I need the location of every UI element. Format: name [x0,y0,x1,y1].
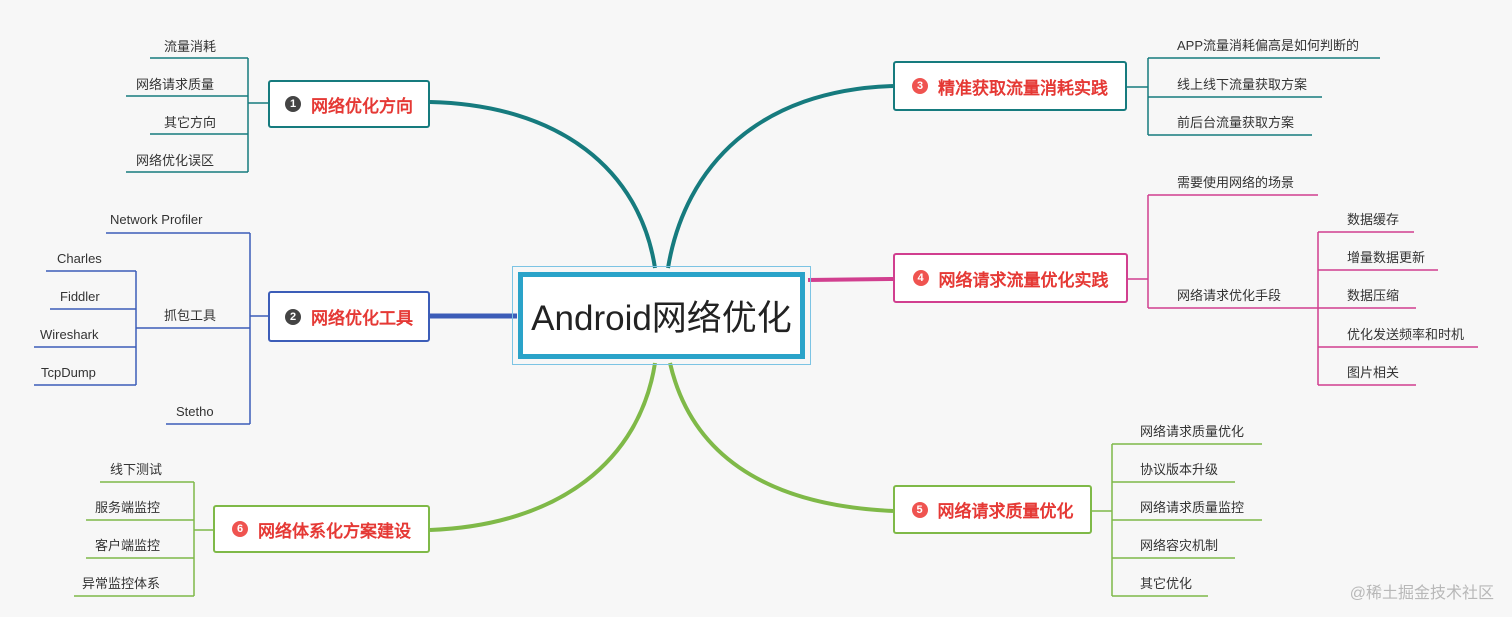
central-topic-label: Android网络优化 [518,272,805,359]
central-topic[interactable]: Android网络优化 [512,266,811,365]
branch-2-leaf[interactable]: 抓包工具 [164,308,217,323]
branch-6-number-badge: 6 [232,521,248,537]
branch-2-subleaf[interactable]: Charles [57,251,102,266]
branch-2-leaf-lines [34,232,268,425]
branch-3-leaf[interactable]: 前后台流量获取方案 [1177,115,1295,130]
branch-2-title: 网络优化工具 [311,309,413,328]
branch-6-leaf-lines [74,481,213,597]
branch-4-leaf-lines [1128,194,1478,386]
branch-6-leaf[interactable]: 客户端监控 [95,538,161,553]
branch-5-leaf-lines [1092,443,1262,597]
branch-5-leaf[interactable]: 协议版本升级 [1140,462,1219,477]
branch-1-leaf[interactable]: 网络优化误区 [136,153,215,168]
branch-4-number-badge: 4 [912,270,929,286]
branch-4-subleaf[interactable]: 图片相关 [1347,365,1400,380]
branch-6-topic[interactable]: 6 网络体系化方案建设 [213,505,430,553]
branch-6-leaf[interactable]: 服务端监控 [95,500,161,515]
branch-3-leaf[interactable]: APP流量消耗偏高是如何判断的 [1177,38,1360,53]
branch-5-number-badge: 5 [911,501,928,518]
branch-4-subleaf[interactable]: 增量数据更新 [1347,250,1426,265]
branch-6-leaf[interactable]: 异常监控体系 [82,576,161,591]
branch-1-topic[interactable]: 1 网络优化方向 [268,80,430,128]
branch-2-subleaf[interactable]: Fiddler [60,289,100,304]
branch-2-subleaf[interactable]: Wireshark [40,327,99,342]
branch-1-number-badge: 1 [285,96,301,112]
branch-2-leaf[interactable]: Stetho [176,404,214,419]
branch-5-leaf[interactable]: 网络容灾机制 [1140,538,1219,553]
branch-3-number-badge: 3 [912,78,928,94]
branch-5-leaf[interactable]: 其它优化 [1140,576,1193,591]
branch-2-number-badge: 2 [285,308,301,325]
branch-3-title: 精准获取流量消耗实践 [938,78,1108,98]
branch-1-connector [429,100,657,269]
branch-6-connector [429,362,657,532]
branch-1-title: 网络优化方向 [311,96,413,116]
branch-4-subleaf[interactable]: 优化发送频率和时机 [1347,327,1465,342]
watermark: @稀土掘金技术社区 [1349,585,1494,602]
branch-5-topic[interactable]: 5 网络请求质量优化 [893,485,1092,534]
branch-4-leaf[interactable]: 需要使用网络的场景 [1177,175,1295,190]
branch-3-leaf[interactable]: 线上线下流量获取方案 [1177,77,1308,92]
branch-1-leaf[interactable]: 其它方向 [164,115,217,130]
branch-4-title: 网络请求流量优化实践 [938,270,1109,290]
branch-2-topic[interactable]: 2 网络优化工具 [268,291,430,342]
branch-6-title: 网络体系化方案建设 [258,521,411,541]
branch-4-subleaf[interactable]: 数据缓存 [1347,212,1400,227]
branch-3-connector [666,84,894,269]
branch-4-connector [807,277,894,282]
branch-4-subleaf[interactable]: 数据压缩 [1347,288,1400,303]
branch-2-leaf[interactable]: Network Profiler [110,212,203,227]
branch-1-leaf-lines [126,57,268,173]
branch-6-leaf[interactable]: 线下测试 [110,462,163,477]
branch-1-leaf[interactable]: 流量消耗 [164,39,217,54]
branch-4-leaf[interactable]: 网络请求优化手段 [1177,288,1282,303]
branch-5-leaf[interactable]: 网络请求质量监控 [1140,500,1245,515]
branch-1-leaf[interactable]: 网络请求质量 [136,77,215,92]
branch-4-topic[interactable]: 4 网络请求流量优化实践 [893,253,1128,303]
branch-5-leaf[interactable]: 网络请求质量优化 [1140,424,1245,439]
branch-3-leaf-lines [1118,57,1380,136]
branch-2-subleaf[interactable]: TcpDump [41,365,96,380]
branch-5-connector [668,362,894,513]
branch-3-topic[interactable]: 3 精准获取流量消耗实践 [893,61,1127,111]
branch-5-title: 网络请求质量优化 [937,502,1074,521]
